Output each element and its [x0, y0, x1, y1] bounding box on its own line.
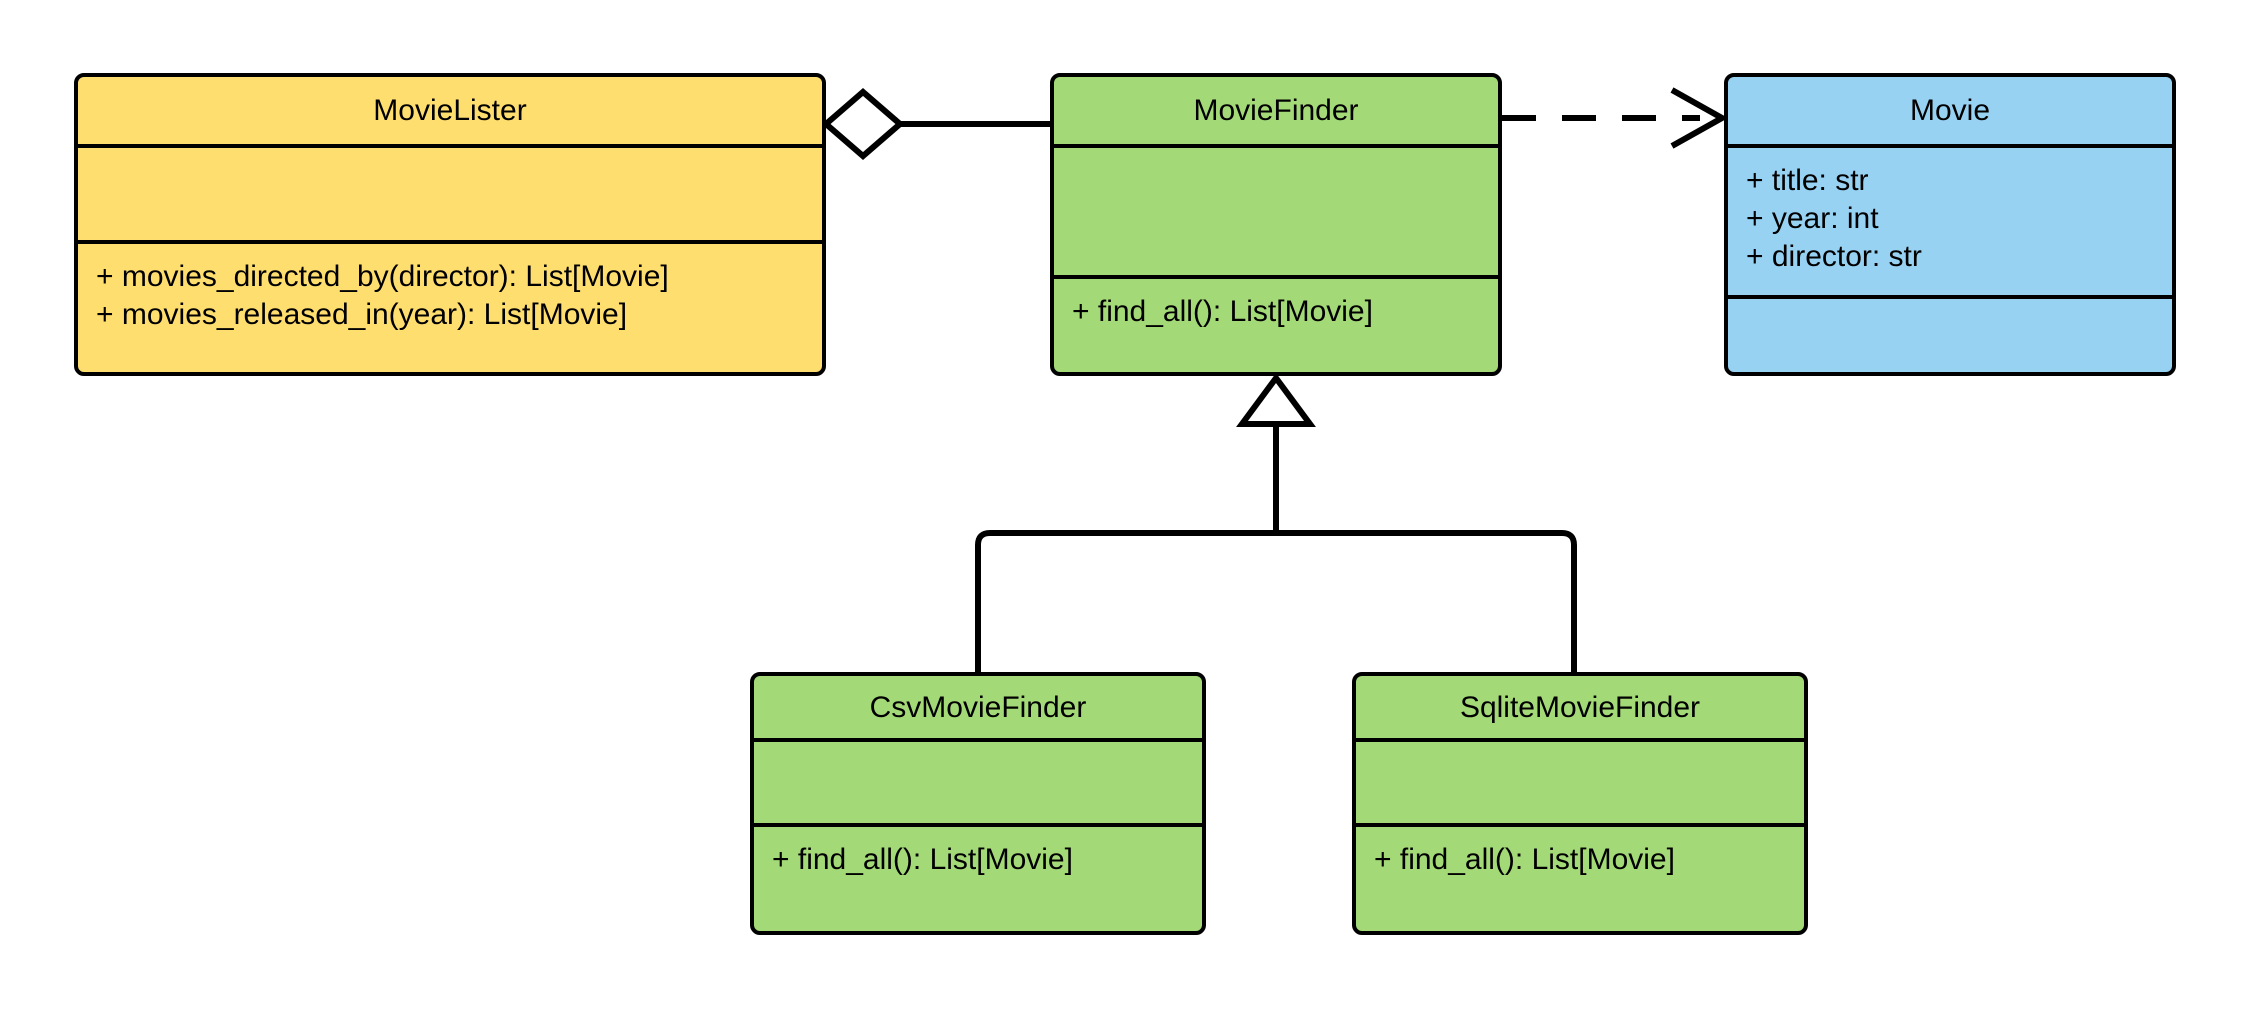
- class-methods-moviefinder: + find_all(): List[Movie]: [1054, 275, 1498, 372]
- class-name-csvmoviefinder: CsvMovieFinder: [869, 690, 1087, 724]
- class-box-sqlitemoviefinder[interactable]: SqliteMovieFinder + find_all(): List[Mov…: [1352, 672, 1808, 935]
- class-box-moviefinder[interactable]: MovieFinder + find_all(): List[Movie]: [1050, 73, 1502, 376]
- relationship-generalization-to-moviefinder[interactable]: [975, 372, 1577, 672]
- class-name-moviefinder: MovieFinder: [1193, 94, 1359, 127]
- method-item: + movies_released_in(year): List[Movie]: [96, 298, 628, 332]
- class-name-movie: Movie: [1909, 94, 1991, 127]
- class-attributes-sqlitemoviefinder: [1356, 738, 1804, 823]
- hollow-triangle-icon: [1236, 372, 1316, 427]
- class-attributes-moviefinder: [1054, 144, 1498, 275]
- generalization-fork-path: [975, 530, 1577, 672]
- attribute-item: + title: str: [1746, 164, 1869, 197]
- attribute-item: + director: str: [1746, 240, 1922, 274]
- method-item: + find_all(): List[Movie]: [1374, 843, 1675, 876]
- class-box-movie[interactable]: Movie + title: str + year: int + directo…: [1724, 73, 2176, 376]
- method-item: + find_all(): List[Movie]: [772, 843, 1073, 876]
- class-methods-movielister: + movies_directed_by(director): List[Mov…: [78, 240, 822, 372]
- class-methods-sqlitemoviefinder: + find_all(): List[Movie]: [1356, 823, 1804, 931]
- class-methods-movie: [1728, 295, 2172, 372]
- class-name-movielister: MovieLister: [373, 94, 527, 127]
- open-arrow-icon: [1670, 87, 1729, 149]
- class-attributes-movielister: [78, 144, 822, 240]
- hollow-diamond-icon: [821, 88, 905, 160]
- class-attributes-movie: + title: str + year: int + director: str: [1728, 144, 2172, 295]
- method-item: + find_all(): List[Movie]: [1072, 295, 1373, 328]
- class-methods-csvmoviefinder: + find_all(): List[Movie]: [754, 823, 1202, 931]
- attribute-item: + year: int: [1746, 202, 1879, 236]
- class-box-movielister[interactable]: MovieLister + movies_directed_by(directo…: [74, 73, 826, 376]
- relationship-dependency-moviefinder-movie[interactable]: [1502, 87, 1729, 149]
- class-attributes-csvmoviefinder: [754, 738, 1202, 823]
- relationship-aggregation-movielister-moviefinder[interactable]: [821, 88, 1050, 160]
- method-item: + movies_directed_by(director): List[Mov…: [96, 260, 669, 293]
- class-box-csvmoviefinder[interactable]: CsvMovieFinder + find_all(): List[Movie]: [750, 672, 1206, 935]
- class-name-sqlitemoviefinder: SqliteMovieFinder: [1459, 690, 1701, 724]
